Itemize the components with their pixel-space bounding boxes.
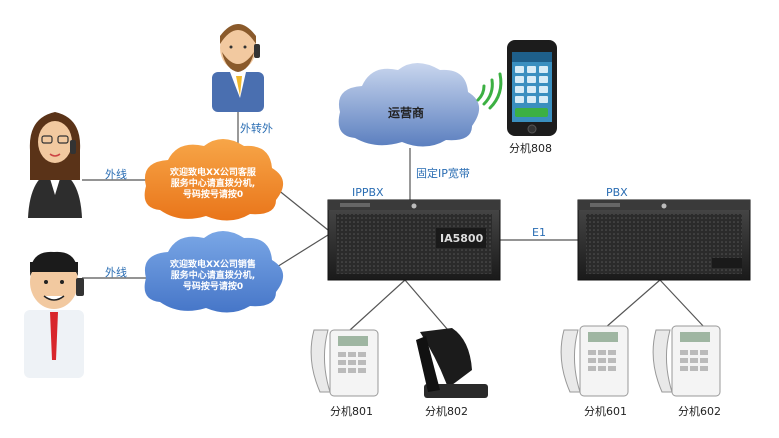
- desk-phone-801-icon: [310, 329, 379, 397]
- label-ext-802: 分机802: [425, 405, 468, 418]
- desk-phone-802-icon: [416, 328, 488, 398]
- line-blue-cloud-to-ippbx: [271, 234, 329, 271]
- label-ext-602: 分机602: [678, 405, 721, 418]
- carrier-cloud: [338, 63, 480, 147]
- ivr-cloud-orange-text: 欢迎致电XX公司客服 服务中心请直拨分机, 号码按号请按0: [170, 168, 256, 200]
- pbx-device-icon: [577, 199, 751, 281]
- caller-woman-icon: [28, 112, 82, 218]
- ivr-cloud-blue: [144, 231, 284, 313]
- line-orange-cloud-to-ippbx: [271, 184, 329, 231]
- desk-phone-601-icon: [560, 325, 629, 397]
- label-ext-801: 分机801: [330, 405, 373, 418]
- ivr-cloud-blue-text: 欢迎致电XX公司销售 服务中心请直拨分机, 号码按号请按0: [170, 260, 256, 292]
- label-device-model: IA5800: [440, 232, 484, 245]
- line-ippbx-to-801: [349, 279, 406, 331]
- label-transfer: 外转外: [240, 122, 273, 135]
- label-outside-line-2: 外线: [105, 266, 127, 279]
- label-pbx: PBX: [606, 186, 628, 199]
- smartphone-icon: [507, 40, 557, 136]
- label-ext-601: 分机601: [584, 405, 627, 418]
- ippbx-device-icon: [327, 199, 501, 281]
- caller-man-top-icon: [212, 24, 264, 112]
- caller-man-bottom-icon: [24, 251, 84, 378]
- label-outside-line-1: 外线: [105, 168, 127, 181]
- ivr-cloud-orange: [144, 139, 284, 221]
- line-ippbx-to-802: [404, 279, 449, 331]
- desk-phone-602-icon: [652, 325, 721, 397]
- line-pbx-to-601: [604, 279, 661, 329]
- label-carrier: 运营商: [388, 106, 425, 120]
- wifi-signal-icon: [476, 72, 503, 110]
- label-ippbx: IPPBX: [352, 186, 384, 199]
- connection-lines: [82, 112, 706, 331]
- label-fixed-ip: 固定IP宽带: [416, 167, 470, 180]
- label-ext-808: 分机808: [509, 142, 552, 155]
- line-pbx-to-602: [659, 279, 706, 329]
- label-e1: E1: [532, 226, 546, 239]
